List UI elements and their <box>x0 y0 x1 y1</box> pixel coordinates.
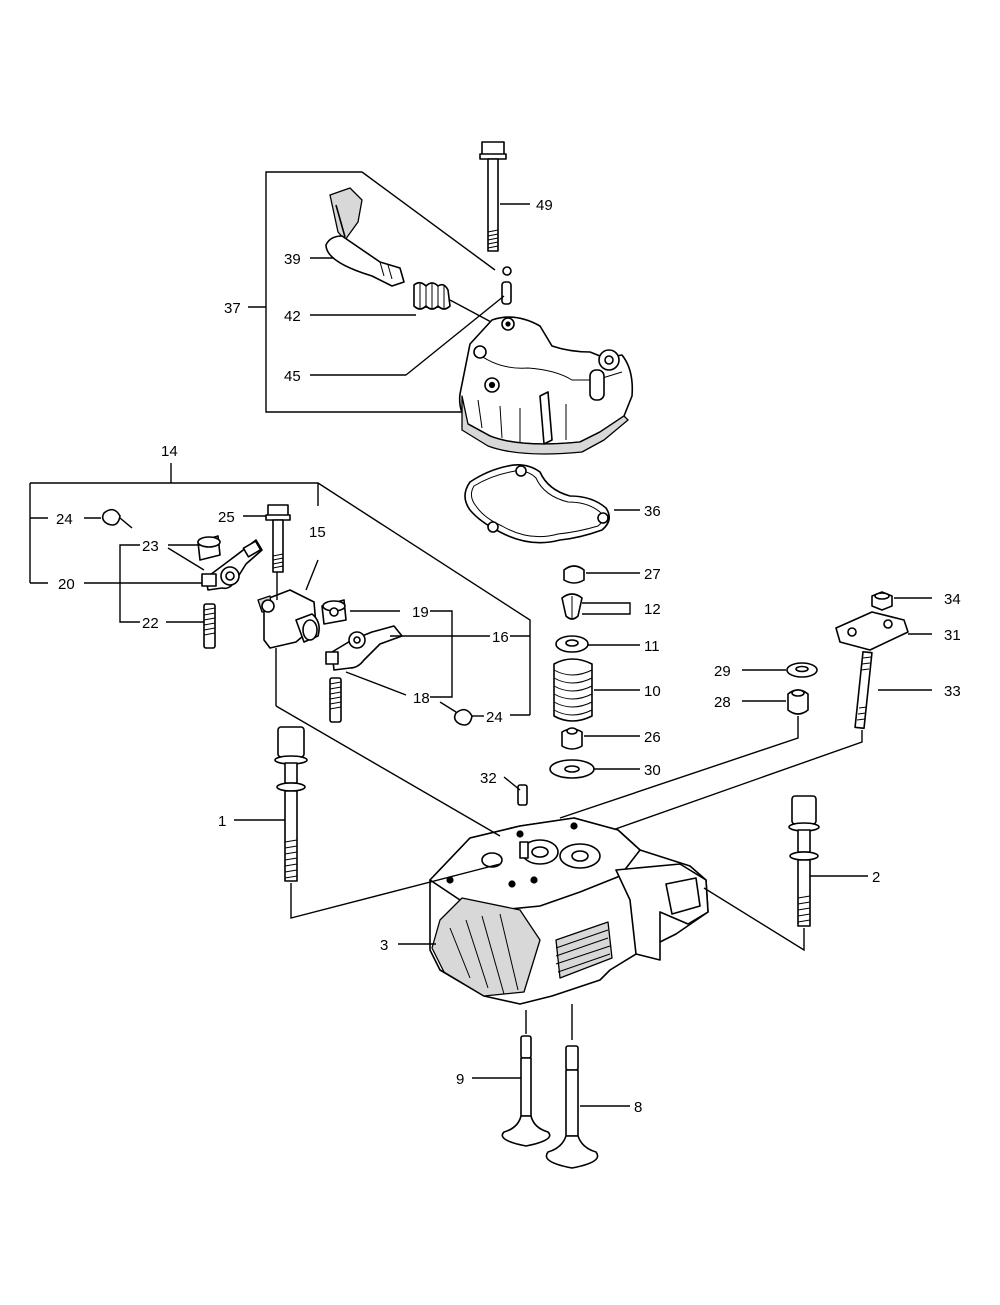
callout-20: 20 <box>58 576 75 593</box>
callout-18: 18 <box>413 690 430 707</box>
head-bolt-2 <box>703 795 868 952</box>
callout-24-right: 24 <box>486 709 503 726</box>
callout-37: 37 <box>224 300 241 317</box>
exhaust-valve <box>545 1004 630 1169</box>
callout-23: 23 <box>142 538 159 555</box>
callout-32: 32 <box>480 770 497 787</box>
callout-26: 26 <box>644 729 661 746</box>
valve-stem-seal <box>561 727 640 750</box>
head-bolt-1 <box>234 648 501 919</box>
callout-11: 11 <box>644 638 660 655</box>
callout-9: 9 <box>456 1071 464 1088</box>
callout-42: 42 <box>284 308 301 325</box>
callout-34: 34 <box>944 591 961 608</box>
callout-31: 31 <box>944 627 961 644</box>
stem-seal-28 <box>559 689 809 819</box>
spring-seat <box>549 759 640 779</box>
callout-49: 49 <box>536 197 553 214</box>
rocker-assembly-bracket <box>29 463 531 716</box>
rocker-arm-left <box>84 535 263 649</box>
callout-8: 8 <box>634 1099 642 1116</box>
callout-25: 25 <box>218 509 235 526</box>
rocker-arm-right <box>321 599 490 723</box>
rocker-support <box>257 559 320 649</box>
rocker-bolt <box>243 504 291 573</box>
head-cover <box>458 316 634 455</box>
callout-29: 29 <box>714 663 731 680</box>
washer-29 <box>742 662 818 678</box>
callout-14: 14 <box>161 443 178 460</box>
callout-39: 39 <box>284 251 301 268</box>
head-cover-group-bracket <box>248 171 496 413</box>
valve-cap <box>563 565 585 584</box>
spring-retainer <box>555 635 640 653</box>
callout-45: 45 <box>284 368 301 385</box>
cover-bolt <box>479 141 530 252</box>
callout-16: 16 <box>492 629 509 646</box>
callout-22: 22 <box>142 615 159 632</box>
intake-valve <box>472 1010 551 1147</box>
callout-24-left: 24 <box>56 511 73 528</box>
callout-30: 30 <box>644 762 661 779</box>
callout-labels: 1 2 3 8 9 10 11 12 14 15 16 18 19 20 22 … <box>56 197 961 1116</box>
callout-3: 3 <box>380 937 388 954</box>
callout-27: 27 <box>644 566 661 583</box>
callout-15: 15 <box>309 524 326 541</box>
decompression-lever <box>310 187 405 287</box>
head-cover-gasket <box>464 464 640 544</box>
callout-19: 19 <box>412 604 429 621</box>
callout-36: 36 <box>644 503 661 520</box>
callout-33: 33 <box>944 683 961 700</box>
callout-1: 1 <box>218 813 226 830</box>
cylinder-head <box>429 817 709 1005</box>
callout-2: 2 <box>872 869 880 886</box>
valve-collet <box>561 593 631 620</box>
snap-ring-right <box>439 701 484 726</box>
dowel-pin <box>517 784 528 806</box>
snap-ring <box>84 508 133 529</box>
callout-28: 28 <box>714 694 731 711</box>
valve-spring <box>553 658 640 722</box>
callout-10: 10 <box>644 683 661 700</box>
cover-plate-group <box>589 591 932 839</box>
spring-42 <box>310 281 494 324</box>
callout-12: 12 <box>644 601 661 618</box>
